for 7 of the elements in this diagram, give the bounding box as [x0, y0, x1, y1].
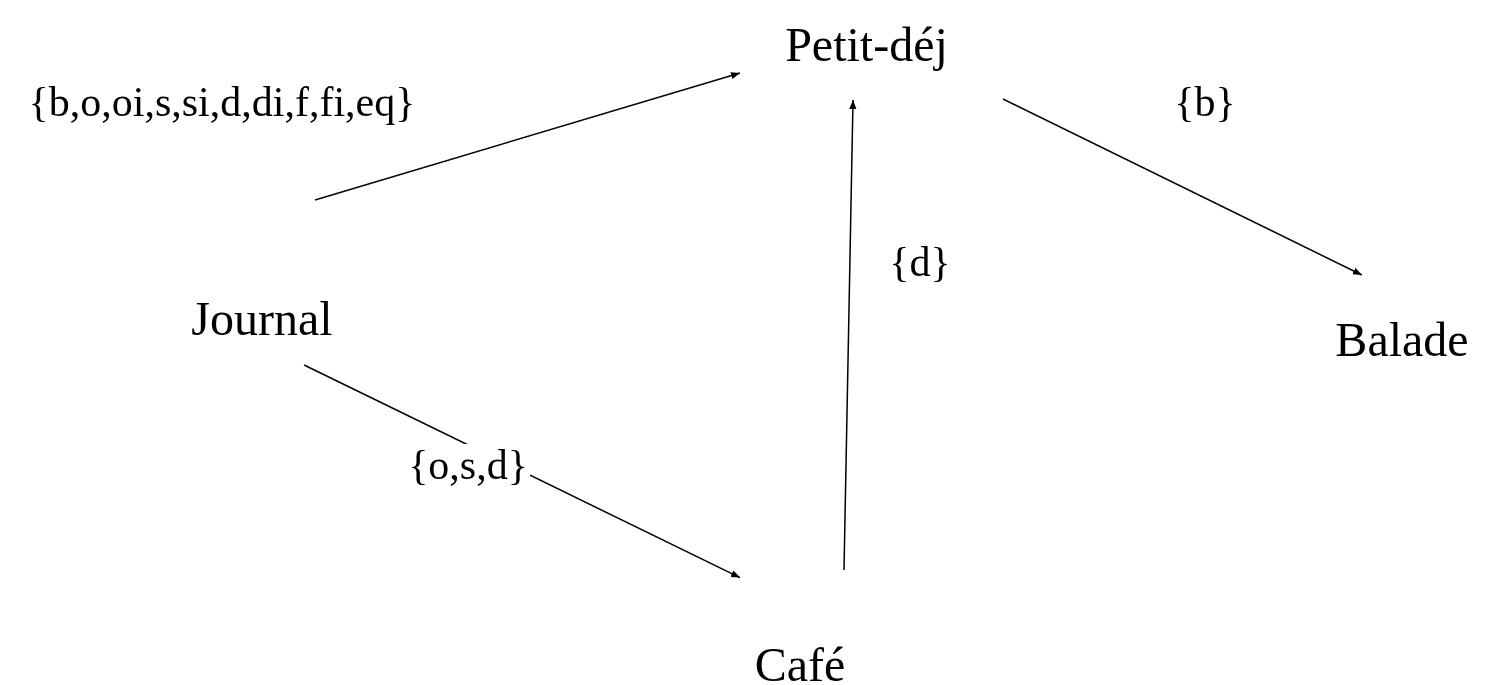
arrow [1002, 98, 1363, 276]
arrow [314, 72, 741, 201]
node-label: Petit-déj [785, 20, 948, 69]
arrow [843, 99, 857, 571]
node-label: Café [754, 641, 846, 685]
node-label: Balade [1335, 316, 1469, 364]
node-label: Journal [191, 294, 333, 343]
